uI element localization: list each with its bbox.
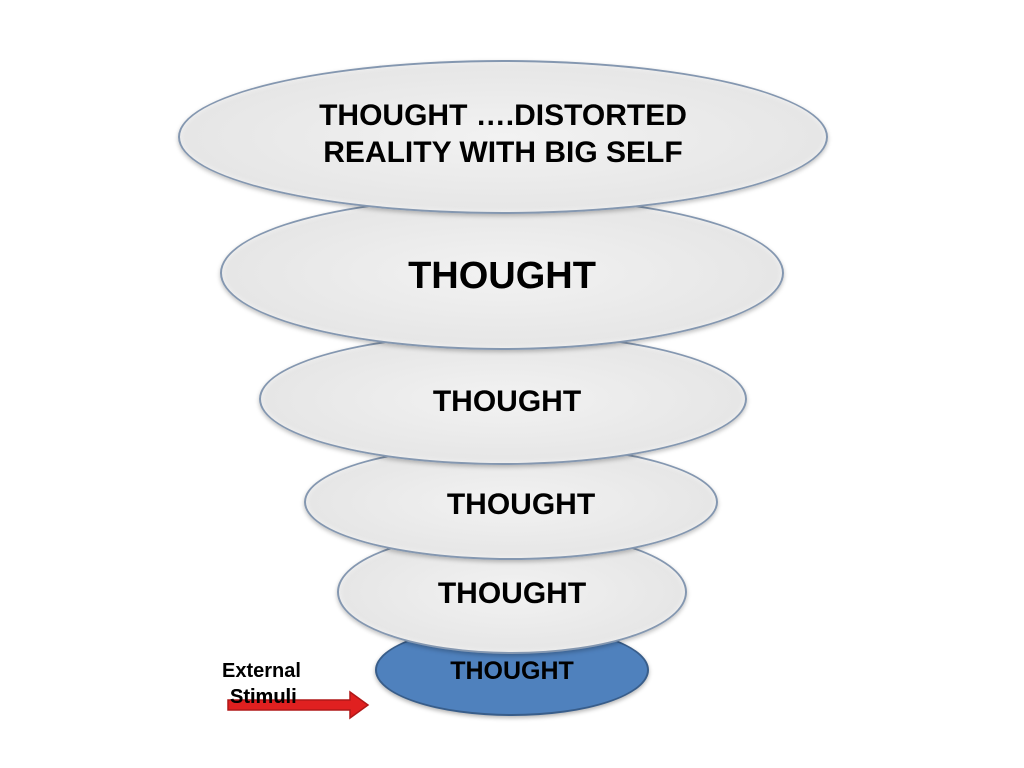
external-stimuli-label-line2-overlay: Stimuli xyxy=(230,686,297,708)
thought-ellipse-level-2: THOUGHT xyxy=(220,196,784,350)
thought-label-level-2: THOUGHT xyxy=(408,255,596,298)
thought-label-level-1: THOUGHT ….DISTORTED REALITY WITH BIG SEL… xyxy=(319,98,687,170)
external-stimuli-arrow-icon xyxy=(227,690,370,720)
thought-ellipse-level-1: THOUGHT ….DISTORTED REALITY WITH BIG SEL… xyxy=(178,60,828,214)
thought-label-level-4: THOUGHT xyxy=(446,488,596,522)
thought-label-level-3: THOUGHT xyxy=(432,385,582,419)
external-stimuli-label-line1: External xyxy=(222,660,301,682)
base-thought-label: THOUGHT xyxy=(450,657,574,686)
thought-ellipse-level-3: THOUGHT xyxy=(259,333,747,465)
thought-label-level-5: THOUGHT xyxy=(437,577,587,611)
